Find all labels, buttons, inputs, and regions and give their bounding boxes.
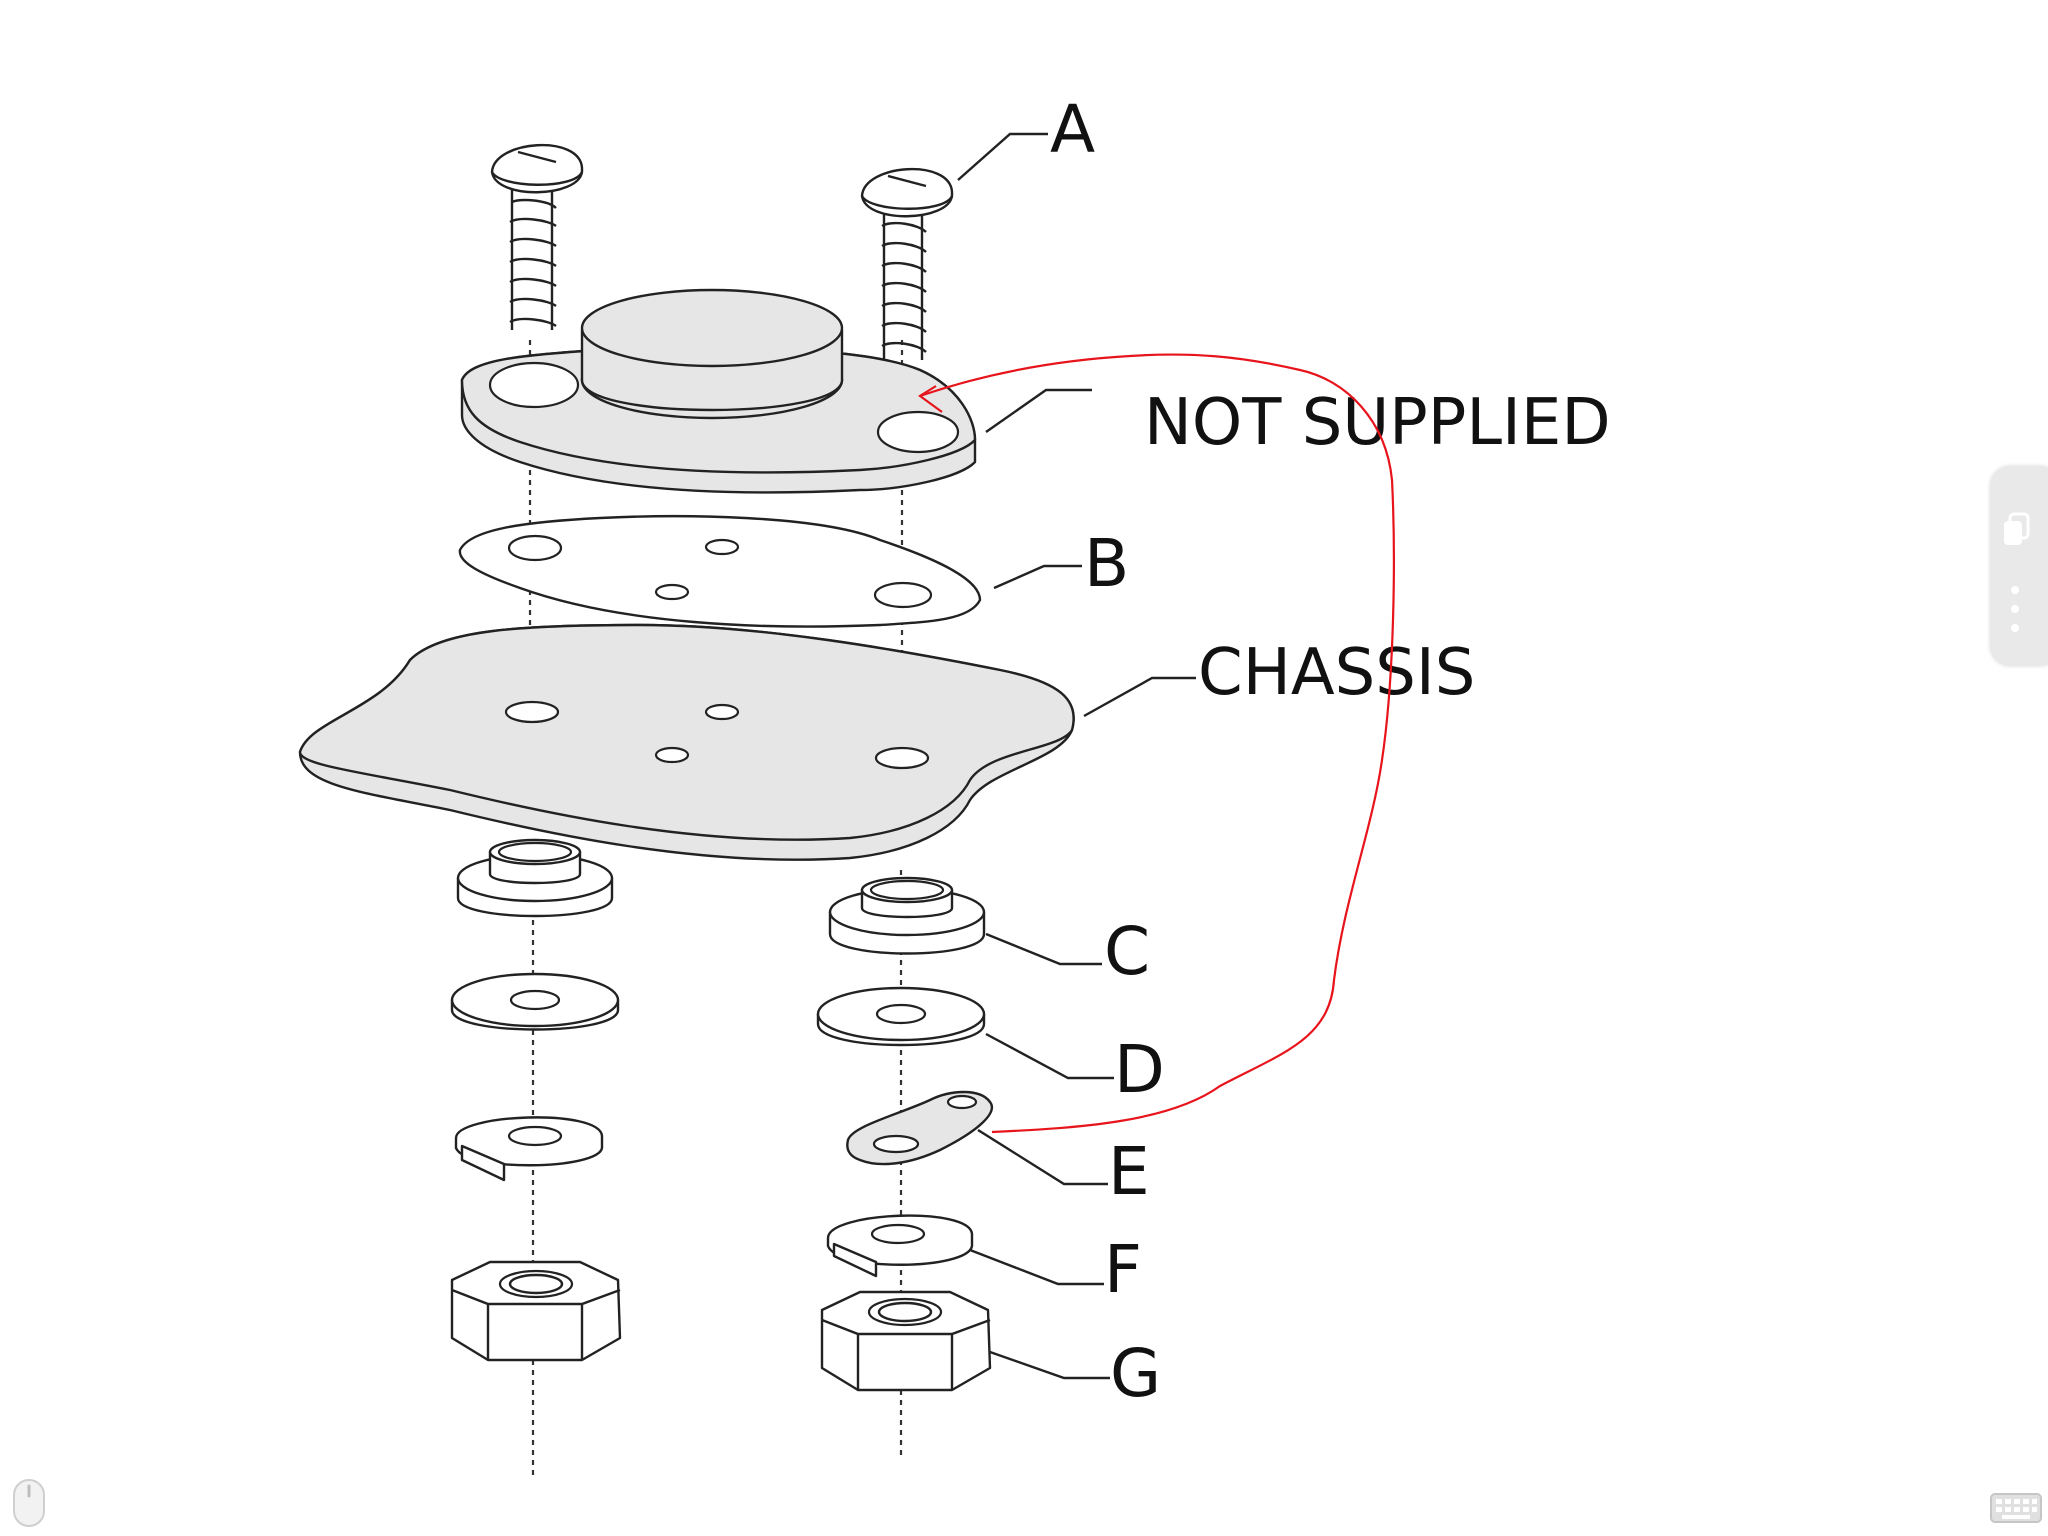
leader-b: [993, 564, 1082, 590]
label-e: E: [1108, 1133, 1150, 1210]
label-d: D: [1114, 1031, 1165, 1108]
left-screw: [490, 143, 584, 330]
leader-c: [985, 932, 1102, 966]
leader-e: [977, 1128, 1108, 1186]
left-hex-nut: [450, 1260, 622, 1362]
label-f: F: [1104, 1231, 1142, 1308]
keyboard-icon[interactable]: [1990, 1490, 2042, 1526]
right-flat-washer-d: [816, 986, 986, 1047]
transistor-device: [460, 288, 977, 494]
leader-d: [985, 1032, 1114, 1080]
left-lock-washer: [454, 1116, 604, 1182]
insulator-b: [458, 515, 982, 628]
mouse-icon[interactable]: [12, 1478, 46, 1528]
floating-side-panel[interactable]: [1990, 466, 2048, 666]
label-a: A: [1050, 91, 1095, 168]
red-annotation-arrow: [919, 353, 1395, 1134]
label-b: B: [1084, 525, 1129, 602]
left-flat-washer: [450, 972, 620, 1031]
copy-icon[interactable]: [2002, 512, 2030, 548]
solder-tag-e: [846, 1090, 993, 1166]
label-chassis: CHASSIS: [1198, 636, 1475, 710]
chassis-plate: [298, 623, 1075, 861]
right-shoulder-washer-c: [828, 876, 986, 955]
leader-g: [989, 1350, 1110, 1380]
more-vertical-icon[interactable]: [2010, 584, 2020, 634]
label-c: C: [1104, 913, 1150, 990]
leader-not-supplied: [985, 388, 1092, 433]
leader-f: [969, 1248, 1104, 1286]
right-screw: [860, 167, 954, 360]
left-shoulder-washer: [456, 838, 614, 918]
right-hex-nut-g: [820, 1290, 992, 1392]
red-annotation-arrowhead: [918, 385, 943, 413]
label-not-supplied: NOT SUPPLIED: [1144, 386, 1611, 460]
label-g: G: [1110, 1335, 1161, 1412]
leader-a: [957, 132, 1048, 181]
right-lock-washer-f: [826, 1214, 974, 1278]
leader-chassis: [1083, 676, 1196, 718]
